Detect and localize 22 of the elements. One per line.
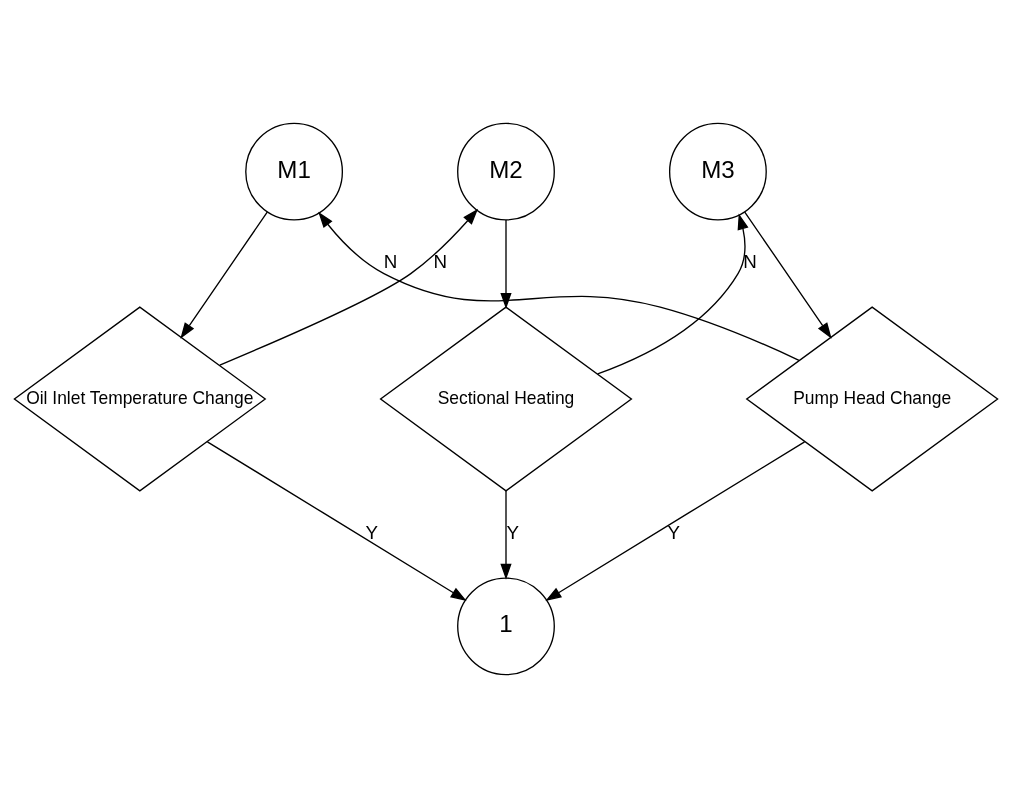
- arrow: [544, 441, 805, 601]
- node-circle: 1: [456, 577, 555, 676]
- arrow: [596, 213, 748, 375]
- node-circle: M1: [244, 122, 343, 221]
- edge-label: Y: [365, 522, 378, 544]
- arrow: [179, 211, 268, 339]
- arrow: [317, 211, 800, 361]
- arrow: [499, 490, 512, 580]
- node-diamond: Pump Head Change: [745, 306, 999, 492]
- node-circle: M2: [456, 122, 555, 221]
- arrow: [206, 441, 467, 601]
- edge-label: Y: [666, 522, 680, 544]
- arrow: [499, 219, 512, 310]
- arrow: [743, 211, 832, 339]
- arrow: [218, 208, 478, 366]
- edge-label: Y: [505, 522, 519, 544]
- node-circle: M3: [668, 122, 767, 221]
- node-diamond: Sectional Heating: [378, 306, 633, 492]
- edge-label: N: [383, 251, 397, 273]
- edge-label: N: [433, 251, 447, 273]
- node-diamond: Oil Inlet Temperature Change: [12, 306, 266, 492]
- edge-label: N: [742, 251, 757, 273]
